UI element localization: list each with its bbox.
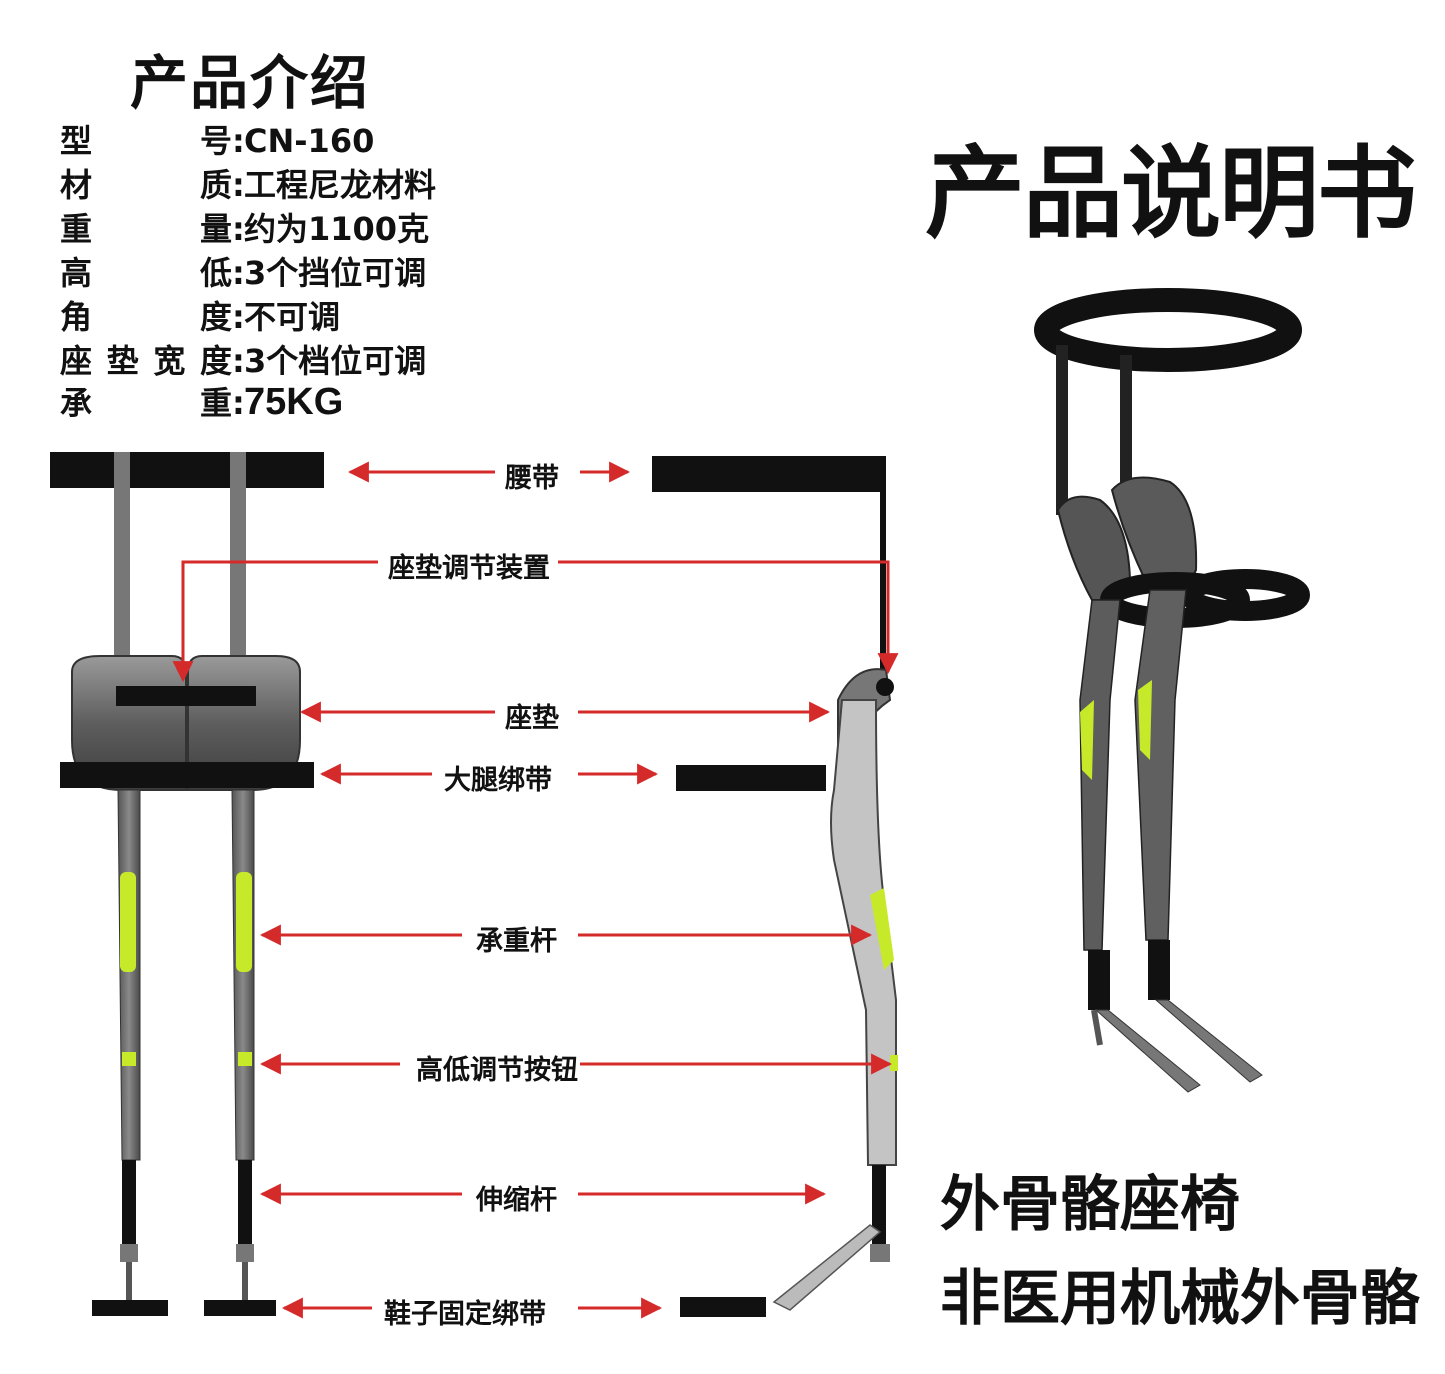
spec-material: 材质:工程尼龙材料 [60, 160, 436, 206]
front-strut-left [114, 452, 130, 667]
render-waist-belt [1034, 288, 1302, 372]
product-render [1034, 288, 1310, 1093]
render-leg-right [1134, 589, 1187, 941]
manual-title: 产品说明书 [925, 135, 1417, 252]
front-waist-belt [50, 452, 324, 488]
label-seat-adjuster: 座垫调节装置 [388, 546, 550, 585]
spec-value: 工程尼龙材料 [244, 166, 437, 204]
spec-value: 不可调 [244, 298, 341, 336]
render-leg-left [1079, 599, 1121, 951]
spec-seat-width: 座垫宽度:3个档位可调 [60, 336, 426, 382]
side-thigh-strap [676, 765, 826, 791]
spec-label: 材质 [60, 166, 232, 204]
front-strut-right [230, 452, 246, 667]
label-height-button: 高低调节按钮 [416, 1048, 578, 1087]
render-seat-right [1110, 476, 1198, 591]
spec-height: 高低:3个挡位可调 [60, 248, 426, 294]
callout-arrows [172, 461, 899, 1319]
spec-load: 承重:75KG [60, 378, 343, 424]
arrow-adjuster-right [558, 560, 899, 675]
front-view [50, 452, 324, 1316]
spec-value: 约为1100克 [244, 210, 430, 248]
front-seat-adjust-bar [116, 686, 256, 706]
spec-label: 高低 [60, 254, 232, 292]
front-thigh-strap [60, 762, 314, 788]
intro-title: 产品介绍 [130, 49, 371, 117]
arrow-adjuster-left [172, 560, 378, 683]
front-button-right [238, 1052, 252, 1066]
spec-value: 75KG [244, 381, 344, 423]
front-accent-right [236, 872, 252, 972]
render-seat-left [1056, 495, 1132, 601]
spec-value: 3个档位可调 [244, 342, 427, 380]
spec-value: CN-160 [244, 122, 375, 160]
label-waist-belt: 腰带 [505, 456, 559, 495]
front-leg-left [117, 789, 141, 1161]
side-foot-link [772, 1224, 882, 1311]
front-shoe-strap-left [92, 1300, 168, 1316]
front-accent-left [120, 872, 136, 972]
spec-label: 座垫宽度 [60, 342, 232, 380]
product-subtitle: 非医用机械外骨骼 [940, 1264, 1420, 1334]
label-thigh-strap: 大腿绑带 [444, 758, 552, 797]
spec-label: 重量 [60, 210, 232, 248]
spec-weight: 重量:约为1100克 [60, 204, 429, 250]
side-shoe-strap [680, 1297, 766, 1317]
spec-label: 角度 [60, 298, 232, 336]
label-seat-cushion: 座垫 [505, 696, 559, 735]
render-thigh-strap-right [1180, 569, 1310, 621]
spec-label: 型号 [60, 122, 232, 160]
label-load-rod: 承重杆 [476, 919, 557, 958]
spec-label: 承重 [60, 384, 232, 422]
front-telescopic-left [122, 1160, 136, 1245]
side-accent [870, 888, 894, 970]
front-shoe-strap-right [204, 1300, 276, 1316]
product-name: 外骨骼座椅 [940, 1170, 1240, 1240]
label-shoe-strap: 鞋子固定绑带 [384, 1292, 546, 1331]
front-leg-right [231, 789, 255, 1161]
front-telescopic-right [238, 1160, 252, 1245]
spec-angle: 角度:不可调 [60, 292, 340, 338]
spec-model: 型号:CN-160 [60, 116, 374, 162]
side-view [652, 456, 898, 1317]
spec-value: 3个挡位可调 [244, 254, 427, 292]
side-waist-belt [652, 456, 886, 492]
front-button-left [122, 1052, 136, 1066]
side-telescopic [872, 1165, 886, 1247]
label-telescopic-rod: 伸缩杆 [476, 1178, 557, 1217]
